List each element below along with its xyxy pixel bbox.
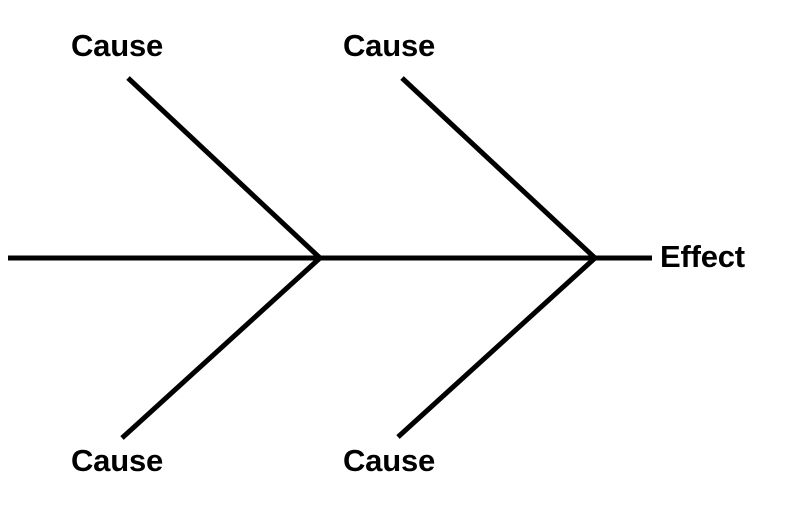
cause-branch-bottom-right-line	[396, 256, 597, 439]
effect-label: Effect	[660, 239, 745, 274]
cause-branch-top-left-line	[126, 76, 322, 260]
cause-label-top-left: Cause	[71, 28, 164, 63]
cause-branch-bottom-left-line	[120, 256, 322, 440]
cause-branch-top-right-line	[400, 76, 597, 260]
cause-label-bottom-right: Cause	[343, 443, 436, 478]
cause-label-top-right: Cause	[343, 28, 436, 63]
cause-label-bottom-left: Cause	[71, 443, 164, 478]
